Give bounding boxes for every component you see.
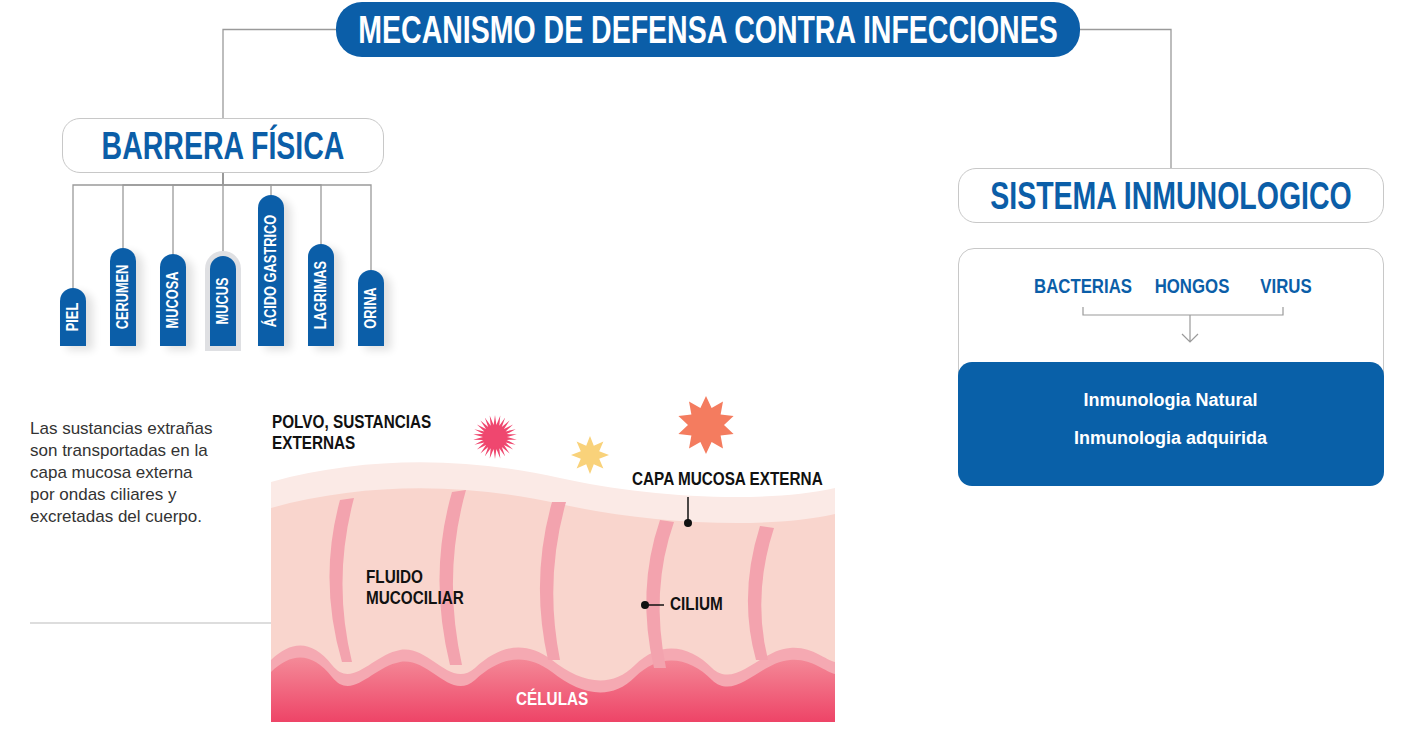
outer-mucus-layer xyxy=(271,462,835,722)
box-text: Inmunologia Natural xyxy=(1083,390,1257,411)
connector-line xyxy=(223,173,371,270)
category-header: BARRERA FÍSICA xyxy=(62,118,384,173)
cilium xyxy=(748,526,774,660)
leader-dot xyxy=(641,601,649,609)
down-arrow xyxy=(1182,315,1198,342)
pathogen-name: VIRUS xyxy=(1260,274,1311,298)
cilium xyxy=(329,498,354,662)
barrier-pill: PIEL xyxy=(60,288,86,346)
pill-label: ORINA xyxy=(362,287,380,328)
immunity-box: Inmunologia NaturalInmunologia adquirida xyxy=(958,362,1384,486)
barrier-pill: LAGRIMAS xyxy=(308,244,334,346)
dust-particle xyxy=(571,436,609,474)
title-pill: MECANISMO DE DEFENSA CONTRA INFECCIONES xyxy=(336,2,1079,57)
barrier-pill: ORINA xyxy=(358,270,384,346)
connector-line xyxy=(173,173,223,254)
connector-line xyxy=(1080,30,1171,169)
part-label: FLUIDO MUCOCILIAR xyxy=(366,567,478,609)
connector-line xyxy=(223,30,336,119)
part-label: POLVO, SUSTANCIAS EXTERNAS xyxy=(272,412,442,454)
barrier-pill: MUCOSA xyxy=(160,254,186,346)
barrier-pill: MUCUS xyxy=(210,256,236,346)
pathogen-name: HONGOS xyxy=(1155,274,1230,298)
dust-particle-core xyxy=(484,426,506,448)
leader-line xyxy=(687,497,689,522)
barrier-pill: ÁCIDO GASTRICO xyxy=(258,195,284,346)
cilium xyxy=(646,520,674,668)
connector-line xyxy=(223,173,271,195)
pill-label: MUCUS xyxy=(214,278,232,325)
mucociliary-fluid xyxy=(271,488,835,722)
category-header: SISTEMA INMUNOLOGICO xyxy=(958,168,1384,223)
pill-label: MUCOSA xyxy=(164,272,182,329)
cilium xyxy=(540,502,566,660)
divider-line xyxy=(30,623,271,624)
header-text: SISTEMA INMUNOLOGICO xyxy=(990,174,1352,217)
dust-particle xyxy=(678,396,733,454)
cilium xyxy=(439,490,466,665)
pathogen-panel: Inmunologia NaturalInmunologia adquirida… xyxy=(958,248,1384,483)
part-label: CILIUM xyxy=(670,594,723,615)
title-text: MECANISMO DE DEFENSA CONTRA INFECCIONES xyxy=(358,8,1057,51)
leader-dot xyxy=(684,519,692,527)
connector-line xyxy=(73,173,223,288)
box-text: Inmunologia adquirida xyxy=(1074,428,1267,449)
pill-label: ÁCIDO GASTRICO xyxy=(262,214,280,326)
barrier-pill: CERUMEN xyxy=(110,248,136,346)
dust-particle xyxy=(473,415,517,459)
pathogen-name: BACTERIAS xyxy=(1034,274,1132,298)
foreign-particles xyxy=(473,396,733,474)
tissue-layers xyxy=(271,462,835,722)
pill-label: CERUMEN xyxy=(114,265,132,330)
caption-note: Las sustancias extrañas son transportada… xyxy=(30,418,218,528)
part-label: CÉLULAS xyxy=(516,689,588,710)
part-label: CAPA MUCOSA EXTERNA xyxy=(632,469,823,490)
header-text: BARRERA FÍSICA xyxy=(102,124,345,167)
cells-layer xyxy=(271,658,835,722)
pill-label: PIEL xyxy=(64,303,82,331)
pill-label: LAGRIMAS xyxy=(312,261,330,329)
group-bracket xyxy=(1083,307,1283,315)
